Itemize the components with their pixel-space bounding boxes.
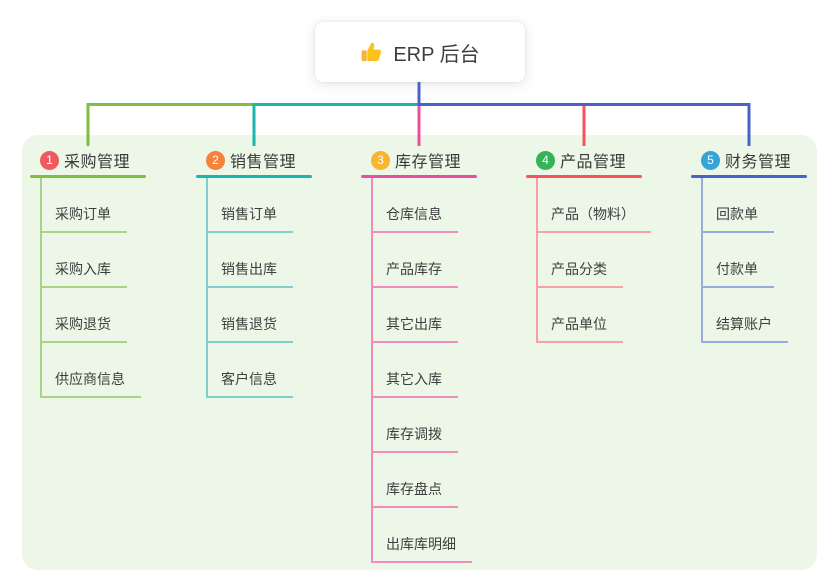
node-customer-info[interactable]: 客户信息	[196, 343, 312, 398]
node-sales-outbound[interactable]: 销售出库	[196, 233, 312, 288]
branch-number-badge: 1	[40, 150, 59, 170]
node-product-stock[interactable]: 产品库存	[361, 233, 477, 288]
node-stock-transfer[interactable]: 库存调拨	[361, 398, 477, 453]
node-payment-bill[interactable]: 付款单	[691, 233, 807, 288]
node-product-unit[interactable]: 产品单位	[526, 288, 642, 343]
node-other-inbound[interactable]: 其它入库	[361, 343, 477, 398]
branch-child-rail	[371, 178, 373, 563]
branch-child-rail	[206, 178, 208, 398]
branch-header-finance[interactable]: 5 财务管理	[691, 145, 807, 175]
branch-number-badge: 4	[536, 150, 555, 170]
branch-title: 采购管理	[64, 154, 131, 171]
node-other-outbound[interactable]: 其它出库	[361, 288, 477, 343]
branch-underline	[30, 175, 146, 178]
node-purchase-return[interactable]: 采购退货	[30, 288, 146, 343]
branch-header-product[interactable]: 4 产品管理	[526, 145, 642, 175]
branch-title: 财务管理	[725, 154, 792, 171]
node-settlement-account[interactable]: 结算账户	[691, 288, 807, 343]
branch-header-inventory[interactable]: 3 库存管理	[361, 145, 477, 175]
node-stock-count[interactable]: 库存盘点	[361, 453, 477, 508]
node-sales-return[interactable]: 销售退货	[196, 288, 312, 343]
branch-title: 产品管理	[560, 154, 627, 171]
branch-title: 库存管理	[395, 154, 462, 171]
branch-header-sales[interactable]: 2 销售管理	[196, 145, 312, 175]
branch-underline	[526, 175, 642, 178]
branch-underline	[196, 175, 312, 178]
branch-title: 销售管理	[230, 154, 297, 171]
branch-number-badge: 3	[371, 150, 390, 170]
branch-child-rail	[701, 178, 703, 343]
branch-number-badge: 5	[701, 150, 720, 170]
branch-sales: 2 销售管理 销售订单 销售出库 销售退货 客户信息	[196, 145, 312, 398]
branch-child-rail	[40, 178, 42, 398]
branch-underline	[691, 175, 807, 178]
node-product-material[interactable]: 产品（物料）	[526, 178, 651, 233]
node-sales-order[interactable]: 销售订单	[196, 178, 312, 233]
branches-background-panel	[22, 135, 817, 570]
root-node[interactable]: ERP 后台	[315, 22, 525, 82]
branch-underline	[361, 175, 477, 178]
branch-number-badge: 2	[206, 150, 225, 170]
node-receipt-bill[interactable]: 回款单	[691, 178, 807, 233]
branch-child-rail	[536, 178, 538, 343]
node-purchase-order[interactable]: 采购订单	[30, 178, 146, 233]
branch-inventory: 3 库存管理 仓库信息 产品库存 其它出库 其它入库 库存调拨 库存盘点 出库库…	[361, 145, 477, 563]
node-purchase-inbound[interactable]: 采购入库	[30, 233, 146, 288]
branch-header-purchase[interactable]: 1 采购管理	[30, 145, 146, 175]
root-title: ERP 后台	[393, 43, 480, 66]
branch-product: 4 产品管理 产品（物料） 产品分类 产品单位	[526, 145, 651, 343]
branch-finance: 5 财务管理 回款单 付款单 结算账户	[691, 145, 807, 343]
node-outbound-detail[interactable]: 出库库明细	[361, 508, 477, 563]
node-warehouse-info[interactable]: 仓库信息	[361, 178, 477, 233]
node-supplier-info[interactable]: 供应商信息	[30, 343, 146, 398]
branch-purchase: 1 采购管理 采购订单 采购入库 采购退货 供应商信息	[30, 145, 146, 398]
node-product-category[interactable]: 产品分类	[526, 233, 642, 288]
thumbs-up-icon	[360, 41, 383, 64]
